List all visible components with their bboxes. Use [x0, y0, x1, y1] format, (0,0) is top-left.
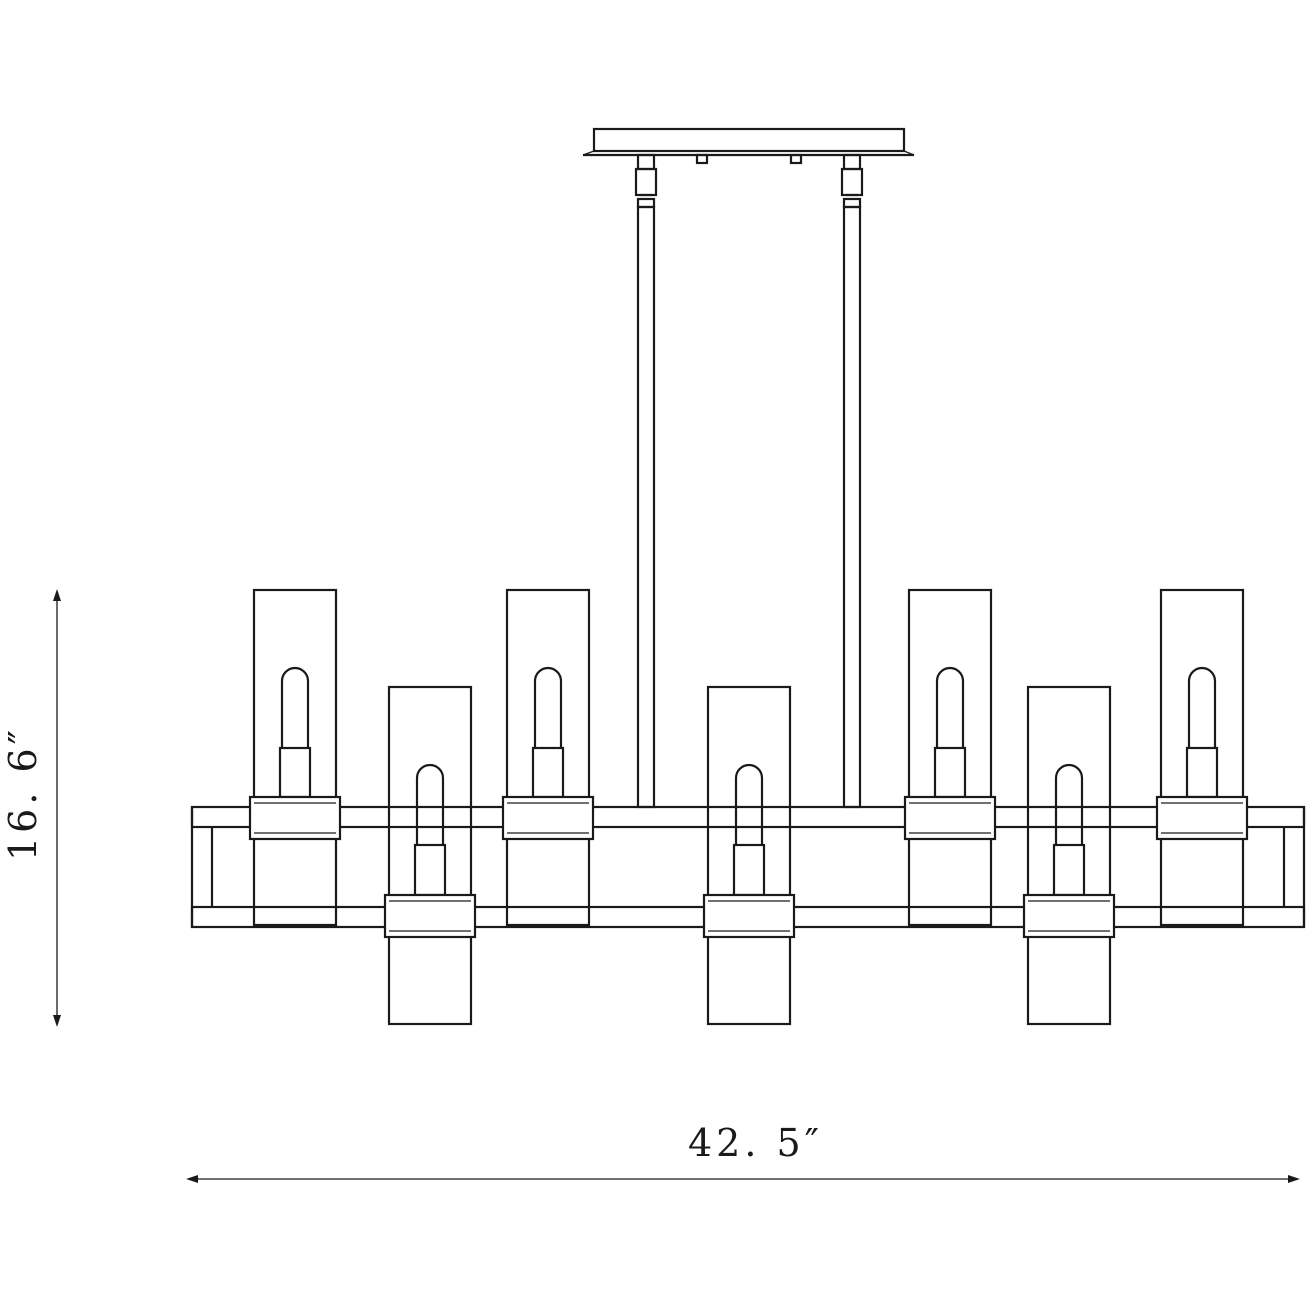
shade-collar: [501, 795, 595, 841]
socket: [933, 746, 967, 799]
right-hanging-rod: [840, 153, 864, 809]
lamp-lower: [383, 685, 477, 1026]
bulb: [533, 666, 563, 748]
lamp-upper: [248, 588, 342, 927]
bulb: [734, 763, 764, 845]
glass-shade: [1026, 685, 1112, 1026]
bulb: [1187, 666, 1217, 748]
glass-shade: [252, 588, 338, 927]
lamp-lower: [702, 685, 796, 1026]
socket: [1185, 746, 1219, 799]
lamp-upper: [1155, 588, 1249, 927]
shade-collar: [383, 893, 477, 939]
socket: [1052, 843, 1086, 897]
lamp-upper: [501, 588, 595, 927]
glass-shade: [387, 685, 473, 1026]
socket: [531, 746, 565, 799]
ceiling-canopy: [582, 127, 915, 165]
height-dimension-line: [53, 589, 61, 1027]
left-hanging-rod: [634, 153, 658, 809]
lamp-group: [248, 588, 1249, 1026]
shade-collar: [1022, 893, 1116, 939]
shade-collar: [248, 795, 342, 841]
socket: [732, 843, 766, 897]
height-dimension-label: 16. 6″: [1, 726, 45, 861]
shade-collar: [903, 795, 997, 841]
glass-shade: [907, 588, 993, 927]
bulb: [415, 763, 445, 845]
socket: [278, 746, 312, 799]
width-dimension-line: [186, 1175, 1300, 1183]
lamp-upper: [903, 588, 997, 927]
frame: [190, 805, 1306, 929]
shade-collar: [1155, 795, 1249, 841]
bulb: [935, 666, 965, 748]
socket: [413, 843, 447, 897]
lamp-lower: [1022, 685, 1116, 1026]
shade-collar: [702, 893, 796, 939]
bulb: [1054, 763, 1084, 845]
bulb: [280, 666, 310, 748]
width-dimension-label: 42. 5″: [688, 1121, 823, 1165]
glass-shade: [505, 588, 591, 927]
glass-shade: [706, 685, 792, 1026]
glass-shade: [1159, 588, 1245, 927]
